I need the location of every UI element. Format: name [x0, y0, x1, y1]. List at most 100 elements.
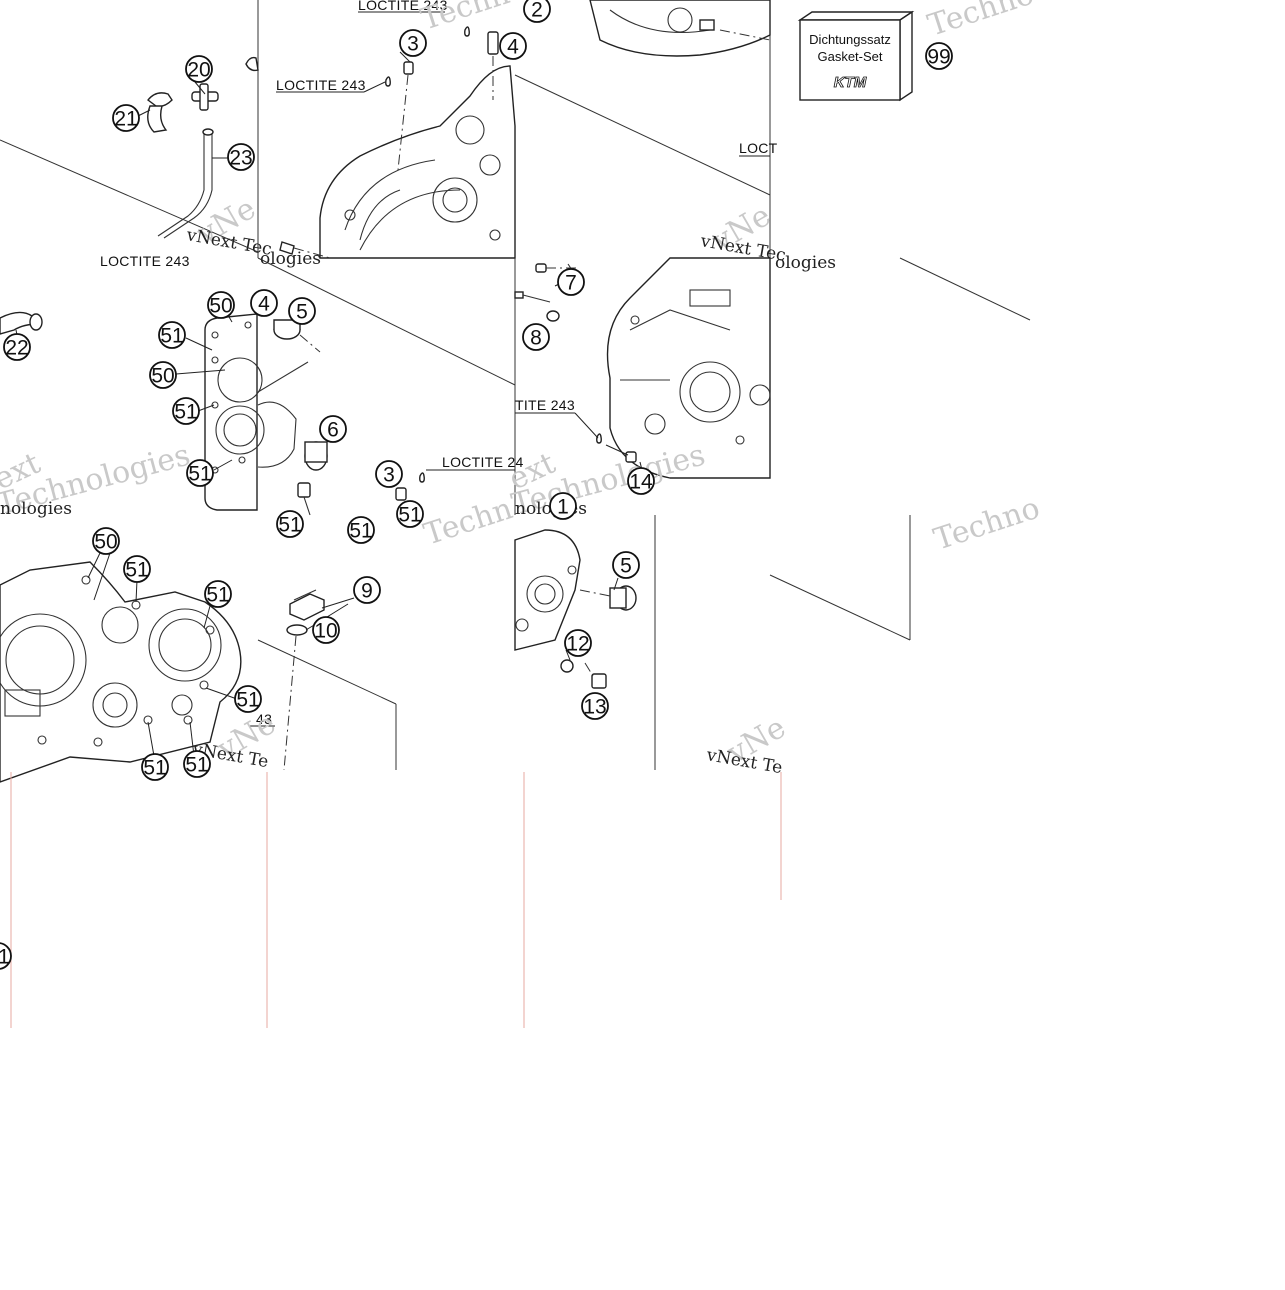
callout-circle	[557, 268, 585, 296]
callout-number: 8	[530, 327, 542, 350]
dowel-pin	[297, 482, 311, 516]
gasket-label-en: Gasket-Set	[817, 49, 882, 64]
crankcase-right-half	[606, 257, 771, 479]
callout-number: 50	[151, 365, 174, 388]
bushing-5b	[579, 585, 637, 611]
callout-circle	[276, 510, 304, 538]
oil-plug-9	[289, 589, 325, 621]
callout-51: 51	[234, 685, 262, 713]
callout-circle	[319, 415, 347, 443]
callout-number: 51	[185, 754, 208, 777]
callout-number: 2	[531, 0, 543, 22]
callout-99: 99	[925, 42, 953, 70]
callout-4: 4	[499, 32, 527, 60]
screw-part-3b	[395, 472, 425, 501]
watermark-caption: nologies	[0, 499, 72, 519]
callout-number: 4	[258, 293, 270, 316]
callout-13: 13	[581, 692, 609, 720]
loctite-label: LOCTITE 24	[442, 454, 524, 470]
callout-circle	[612, 551, 640, 579]
callout-51: 51	[396, 500, 424, 528]
gasket-label-de: Dichtungssatz	[809, 32, 891, 47]
gasket-set-box: Dichtungssatz Gasket-Set KTM	[797, 10, 915, 102]
callout-8: 8	[522, 323, 550, 351]
callout-circle	[0, 942, 12, 970]
loctite-label: LOCT	[739, 140, 778, 156]
callout-14: 14	[627, 467, 655, 495]
screw-part-3	[279, 26, 499, 259]
callout-number: 51	[398, 504, 421, 527]
callout-circle	[141, 753, 169, 781]
callout-number: 3	[407, 33, 419, 56]
crankcase-left-half	[319, 65, 516, 259]
callout-3: 3	[399, 29, 427, 57]
callout-circle	[3, 333, 31, 361]
callout-5: 5	[288, 297, 316, 325]
callout-number: 51	[236, 689, 259, 712]
loctite-label: 43	[256, 711, 272, 727]
callout-circle	[112, 104, 140, 132]
callout-number: 51	[160, 325, 183, 348]
watermark: Techno	[930, 491, 1044, 558]
callout-number: 10	[314, 620, 337, 643]
callout-number: 12	[566, 633, 589, 656]
callout-21: 21	[112, 104, 140, 132]
tile-edge	[514, 74, 771, 196]
callout-circle	[549, 492, 577, 520]
callout-6: 6	[319, 415, 347, 443]
callout-number: 51	[125, 559, 148, 582]
callout-number: 50	[209, 295, 232, 318]
callout-number: 20	[187, 59, 210, 82]
callout-50: 50	[92, 527, 120, 555]
plug-13	[584, 662, 607, 689]
callout-9: 9	[353, 576, 381, 604]
callout-circle	[396, 500, 424, 528]
callout-3: 3	[375, 460, 403, 488]
callout-circle	[186, 459, 214, 487]
callout-number: 7	[565, 272, 577, 295]
callout-circle	[149, 361, 177, 389]
callout-circle	[158, 321, 186, 349]
callout-51: 51	[141, 753, 169, 781]
callout-circle	[185, 55, 213, 83]
watermark-caption: ologies	[260, 249, 321, 269]
bushing-5	[273, 319, 321, 353]
callout-50: 50	[207, 291, 235, 319]
watermark: Techno	[924, 0, 1038, 44]
callout-number: 1	[557, 496, 569, 519]
callout-1: 1	[549, 492, 577, 520]
callout-circle	[312, 616, 340, 644]
loctite-label: TITE 243	[515, 397, 575, 413]
callout-number: 5	[620, 555, 632, 578]
callout-51: 51	[276, 510, 304, 538]
callout-7: 7	[557, 268, 585, 296]
callout-number: 51	[349, 520, 372, 543]
callout-circle	[523, 0, 551, 23]
callout-number: 21	[114, 108, 137, 131]
crankcase-cover	[0, 561, 242, 783]
callout-number: 51	[143, 757, 166, 780]
crankcase-right-lower	[514, 529, 581, 651]
callout-number: 4	[507, 36, 519, 59]
loctite-label: LOCTITE 243	[276, 77, 366, 93]
callout-circle	[207, 291, 235, 319]
tile-edge	[0, 139, 259, 253]
callout-circle	[925, 42, 953, 70]
callout-51: 51	[204, 580, 232, 608]
callout-circle	[375, 460, 403, 488]
callout-circle	[172, 397, 200, 425]
o-ring-12	[560, 659, 574, 673]
callout-number: 5	[296, 301, 308, 324]
cover-gasket	[204, 313, 265, 511]
callout-number: 14	[629, 471, 653, 494]
callout-4: 4	[250, 289, 278, 317]
callout-number: 23	[229, 147, 252, 170]
plug-part-14	[625, 451, 637, 463]
callout-circle	[522, 323, 550, 351]
callout-2: 2	[523, 0, 551, 23]
watermark-caption: ologies	[775, 253, 836, 273]
drop-part	[596, 433, 602, 444]
callout-number: 99	[927, 46, 950, 69]
